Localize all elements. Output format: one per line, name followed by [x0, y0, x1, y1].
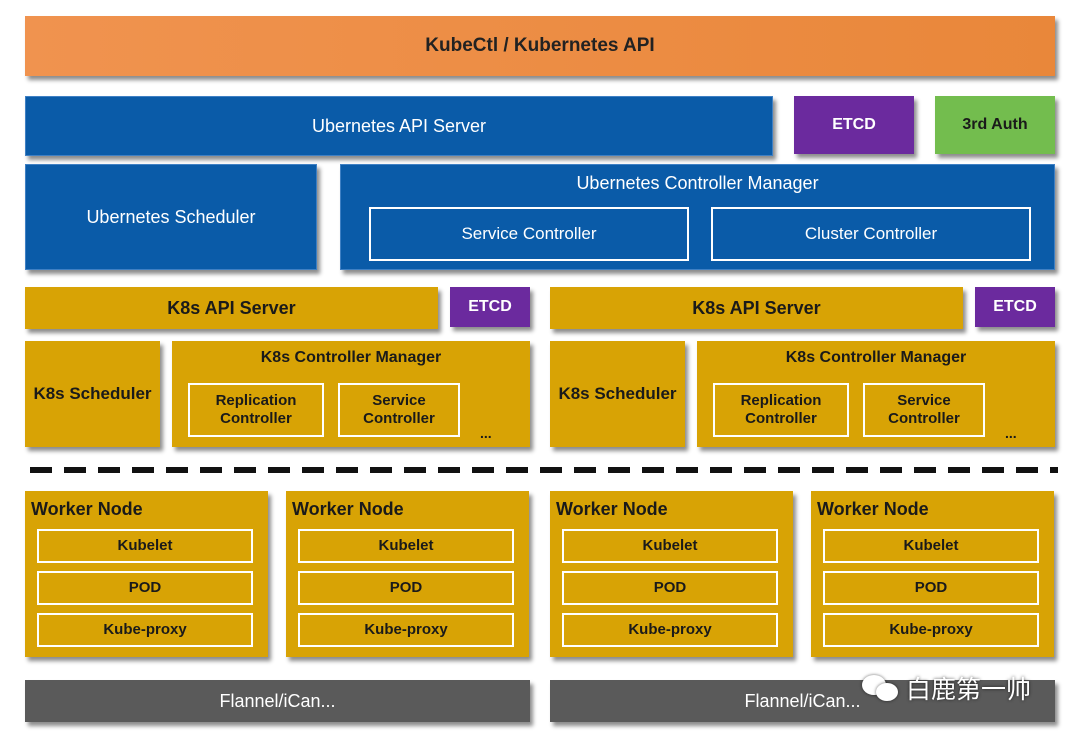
ubernetes-scheduler: Ubernetes Scheduler	[25, 164, 317, 270]
cluster-2-scheduler-label: K8s Scheduler	[558, 384, 677, 403]
cluster-1-etcd-label: ETCD	[468, 298, 512, 315]
cluster-2-controller-manager: K8s Controller Manager Replication Contr…	[697, 341, 1055, 447]
cluster-1-replication-controller: Replication Controller	[188, 383, 324, 437]
cluster-1-worker-node-2: Worker Node Kubelet POD Kube-proxy	[286, 491, 529, 657]
pod-label: POD	[653, 579, 687, 596]
ubernetes-scheduler-label: Ubernetes Scheduler	[86, 206, 256, 227]
cluster-1-network-label: Flannel/iCan...	[219, 690, 336, 711]
cluster-1-worker-node-1: Worker Node Kubelet POD Kube-proxy	[25, 491, 268, 657]
pod-box: POD	[37, 571, 253, 605]
dashed-separator	[30, 467, 1058, 473]
cluster-1-api-server: K8s API Server	[25, 287, 438, 329]
cluster-1-service-controller: Service Controller	[338, 383, 460, 437]
kube-proxy-box: Kube-proxy	[562, 613, 778, 647]
cluster-2-worker-node-2: Worker Node Kubelet POD Kube-proxy	[811, 491, 1054, 657]
kube-proxy-box: Kube-proxy	[37, 613, 253, 647]
kube-proxy-box: Kube-proxy	[298, 613, 514, 647]
cluster-1-etcd: ETCD	[450, 287, 530, 327]
kube-proxy-label: Kube-proxy	[889, 621, 973, 638]
cluster-2-etcd-label: ETCD	[993, 298, 1037, 315]
cluster-1-service-controller-label: Service Controller	[363, 392, 435, 427]
kubelet-box: Kubelet	[562, 529, 778, 563]
cluster-1-replication-controller-label: Replication Controller	[215, 392, 297, 427]
kubelet-label: Kubelet	[117, 537, 173, 554]
cluster-2-api-server-label: K8s API Server	[692, 297, 821, 318]
worker-node-title: Worker Node	[817, 499, 929, 519]
ubernetes-api-server: Ubernetes API Server	[25, 96, 773, 156]
federation-etcd: ETCD	[794, 96, 914, 154]
pod-box: POD	[298, 571, 514, 605]
ubernetes-cluster-controller-label: Cluster Controller	[804, 224, 938, 243]
cluster-2-replication-controller-label: Replication Controller	[740, 392, 822, 427]
kubectl-api-label: KubeCtl / Kubernetes API	[425, 35, 655, 56]
cluster-2-service-controller: Service Controller	[863, 383, 985, 437]
watermark: 白鹿第一帅	[862, 668, 1062, 708]
kubelet-box: Kubelet	[823, 529, 1039, 563]
kube-proxy-box: Kube-proxy	[823, 613, 1039, 647]
pod-label: POD	[914, 579, 948, 596]
kubelet-label: Kubelet	[378, 537, 434, 554]
cluster-1-network-bar: Flannel/iCan...	[25, 680, 530, 722]
pod-label: POD	[128, 579, 162, 596]
ubernetes-api-server-label: Ubernetes API Server	[311, 115, 487, 136]
ubernetes-cluster-controller: Cluster Controller	[711, 207, 1031, 261]
cluster-2-service-controller-label: Service Controller	[888, 392, 960, 427]
federation-etcd-label: ETCD	[832, 116, 876, 133]
kubelet-box: Kubelet	[298, 529, 514, 563]
wechat-icon	[862, 673, 900, 703]
worker-node-title: Worker Node	[292, 499, 404, 519]
cluster-1-controller-manager: K8s Controller Manager Replication Contr…	[172, 341, 530, 447]
kube-proxy-label: Kube-proxy	[103, 621, 187, 638]
pod-box: POD	[823, 571, 1039, 605]
cluster-2-controller-manager-title: K8s Controller Manager	[785, 349, 967, 366]
kube-proxy-label: Kube-proxy	[364, 621, 448, 638]
ubernetes-controller-manager-title: Ubernetes Controller Manager	[576, 173, 819, 193]
kubelet-label: Kubelet	[903, 537, 959, 554]
worker-node-title: Worker Node	[556, 499, 668, 519]
kubectl-api-bar: KubeCtl / Kubernetes API	[25, 16, 1055, 76]
kubelet-box: Kubelet	[37, 529, 253, 563]
pod-label: POD	[389, 579, 423, 596]
cluster-1-controller-manager-title: K8s Controller Manager	[260, 349, 442, 366]
cluster-2-etcd: ETCD	[975, 287, 1055, 327]
cluster-2-more-dots: ...	[1005, 425, 1017, 441]
kube-proxy-label: Kube-proxy	[628, 621, 712, 638]
cluster-2-scheduler: K8s Scheduler	[550, 341, 685, 447]
cluster-2-replication-controller: Replication Controller	[713, 383, 849, 437]
cluster-1-more-dots: ...	[480, 425, 492, 441]
third-auth: 3rd Auth	[935, 96, 1055, 154]
cluster-2-network-bar: Flannel/iCan...	[550, 680, 1055, 722]
third-auth-label: 3rd Auth	[962, 116, 1028, 133]
watermark-text: 白鹿第一帅	[906, 676, 1032, 704]
ubernetes-service-controller-label: Service Controller	[461, 224, 597, 243]
worker-node-title: Worker Node	[31, 499, 143, 519]
cluster-2-network-label: Flannel/iCan...	[744, 690, 861, 711]
kubelet-label: Kubelet	[642, 537, 698, 554]
cluster-2-api-server: K8s API Server	[550, 287, 963, 329]
cluster-1-scheduler: K8s Scheduler	[25, 341, 160, 447]
ubernetes-controller-manager: Ubernetes Controller Manager Service Con…	[340, 164, 1055, 270]
ubernetes-service-controller: Service Controller	[369, 207, 689, 261]
cluster-2-worker-node-1: Worker Node Kubelet POD Kube-proxy	[550, 491, 793, 657]
pod-box: POD	[562, 571, 778, 605]
cluster-1-api-server-label: K8s API Server	[167, 297, 296, 318]
cluster-1-scheduler-label: K8s Scheduler	[33, 384, 152, 403]
